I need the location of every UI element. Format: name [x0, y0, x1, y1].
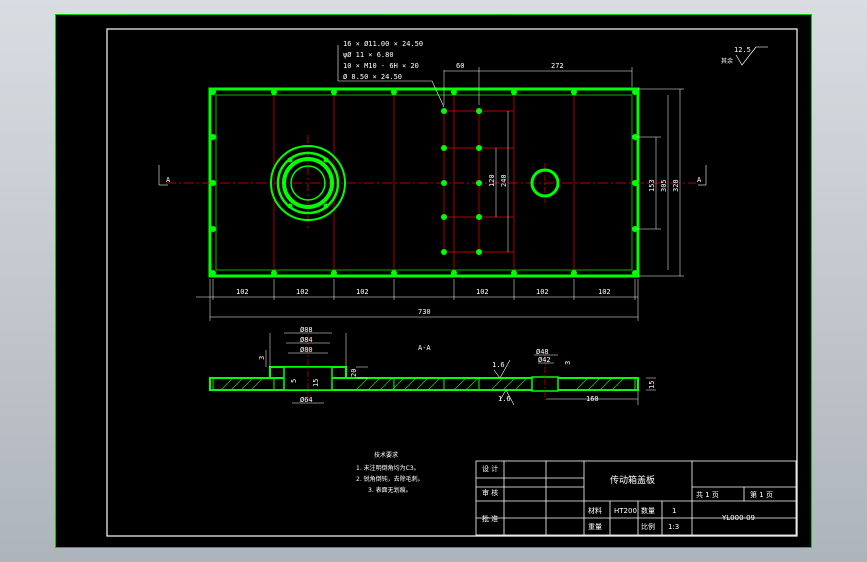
dim-sec-15b: 15 — [648, 381, 656, 389]
bottom-dim-lines — [196, 279, 639, 321]
hole-note-4: Ø 8.50 × 24.50 — [343, 73, 402, 81]
section-marker-left: A — [166, 176, 171, 184]
dim-sec-d42: Ø42 — [538, 356, 551, 364]
section-roughness-symbol — [493, 359, 515, 406]
dim-pitch-5: 102 — [536, 288, 549, 296]
tb-qty: 1 — [672, 507, 676, 515]
dim-pitch-2: 102 — [296, 288, 309, 296]
plate-inner-outline — [215, 94, 633, 271]
dim-overall-730: 730 — [418, 308, 431, 316]
title-block-grid — [475, 460, 797, 536]
dim-sec-3: 3 — [258, 356, 266, 360]
construction-lines — [273, 89, 575, 276]
dim-right-153: 153 — [648, 179, 656, 192]
dim-sec-15: 15 — [312, 379, 320, 387]
dim-sec-160: 160 — [586, 395, 599, 403]
small-bore-circle — [530, 168, 560, 198]
section-dim-lines — [265, 332, 656, 405]
dim-top-60: 60 — [456, 62, 464, 70]
right-dim-lines — [495, 88, 684, 277]
hole-note-3: 10 × M10 - 6H × 20 — [343, 62, 419, 70]
tb-design-label: 设 计 — [482, 464, 498, 473]
tech-req-item-3: 3. 表面无划痕。 — [368, 486, 412, 494]
bore-outer-circle — [270, 145, 346, 221]
drawing-svg: 16 × Ø11.00 × 24.50 ψØ 11 × 6.80 10 × M1… — [106, 28, 798, 537]
tb-check-label: 审 核 — [482, 488, 498, 497]
tb-material: HT200 — [614, 507, 637, 515]
plate-outline — [208, 87, 640, 278]
drawing-canvas: 16 × Ø11.00 × 24.50 ψØ 11 × 6.80 10 × M1… — [55, 14, 812, 548]
section-roughness-bottom: 1.6 — [498, 395, 511, 403]
dim-pitch-3: 102 — [356, 288, 369, 296]
tb-qty-label: 数量 — [641, 506, 655, 515]
tb-part-name: 传动箱盖板 — [610, 474, 655, 486]
dim-right-305: 305 — [660, 179, 668, 192]
bore-hole-circle — [290, 165, 326, 201]
tb-weight-label: 重量 — [588, 523, 602, 531]
tech-req-item-2: 2. 锐角倒钝，去除毛刺。 — [356, 475, 424, 483]
tech-req-title: 技术要求 — [374, 451, 398, 459]
hole-note-2: ψØ 11 × 6.80 — [343, 51, 394, 59]
dim-sec-3b: 3 — [564, 361, 572, 365]
top-dim-lines — [443, 67, 633, 105]
dim-sec-d88: Ø88 — [300, 326, 313, 334]
section-roughness-value: 1.6 — [492, 361, 505, 369]
section-marker-right: A — [697, 176, 702, 184]
dim-sec-20: 20 — [350, 369, 358, 377]
tb-sheets-total: 共 1 页 — [696, 490, 719, 499]
hole-leader — [337, 45, 445, 108]
dim-top-272: 272 — [551, 62, 564, 70]
tb-sheet-no: 第 1 页 — [750, 490, 773, 499]
tb-drawing-no: YL000-09 — [721, 514, 755, 522]
hole-note-1: 16 × Ø11.00 × 24.50 — [343, 40, 423, 48]
dim-inner-120: 120 — [488, 174, 496, 187]
dim-sec-d48: Ø48 — [536, 348, 549, 356]
roughness-prefix: 其余 — [721, 57, 733, 65]
dim-pitch-1: 102 — [236, 288, 249, 296]
tech-req-item-1: 1. 未注明倒角均为C3。 — [356, 464, 420, 472]
dim-sec-d84: Ø84 — [300, 336, 313, 344]
dim-right-320: 320 — [672, 179, 680, 192]
dim-pitch-6: 102 — [598, 288, 611, 296]
dim-inner-240: 240 — [500, 174, 508, 187]
roughness-value: 12.5 — [734, 46, 751, 54]
plan-view — [166, 87, 696, 278]
tb-approve-label: 批 准 — [482, 514, 498, 523]
tb-scale-label: 比例 — [641, 522, 655, 531]
bore-mid-circle — [276, 151, 340, 215]
roughness-symbol — [735, 46, 768, 66]
drawing-frame — [106, 28, 798, 537]
tb-material-label: 材料 — [588, 506, 602, 515]
section-title: A-A — [418, 344, 431, 352]
bore-inner-circle — [282, 157, 334, 209]
dim-sec-d64: Ø64 — [300, 396, 313, 404]
dim-sec-5: 5 — [290, 379, 298, 383]
tb-scale: 1:3 — [668, 523, 679, 531]
bolt-holes — [210, 89, 638, 276]
dim-sec-d80: Ø80 — [300, 346, 313, 354]
section-view — [209, 335, 639, 400]
section-arrow-right — [698, 165, 707, 186]
dim-pitch-4: 102 — [476, 288, 489, 296]
section-arrow-left — [158, 165, 168, 186]
